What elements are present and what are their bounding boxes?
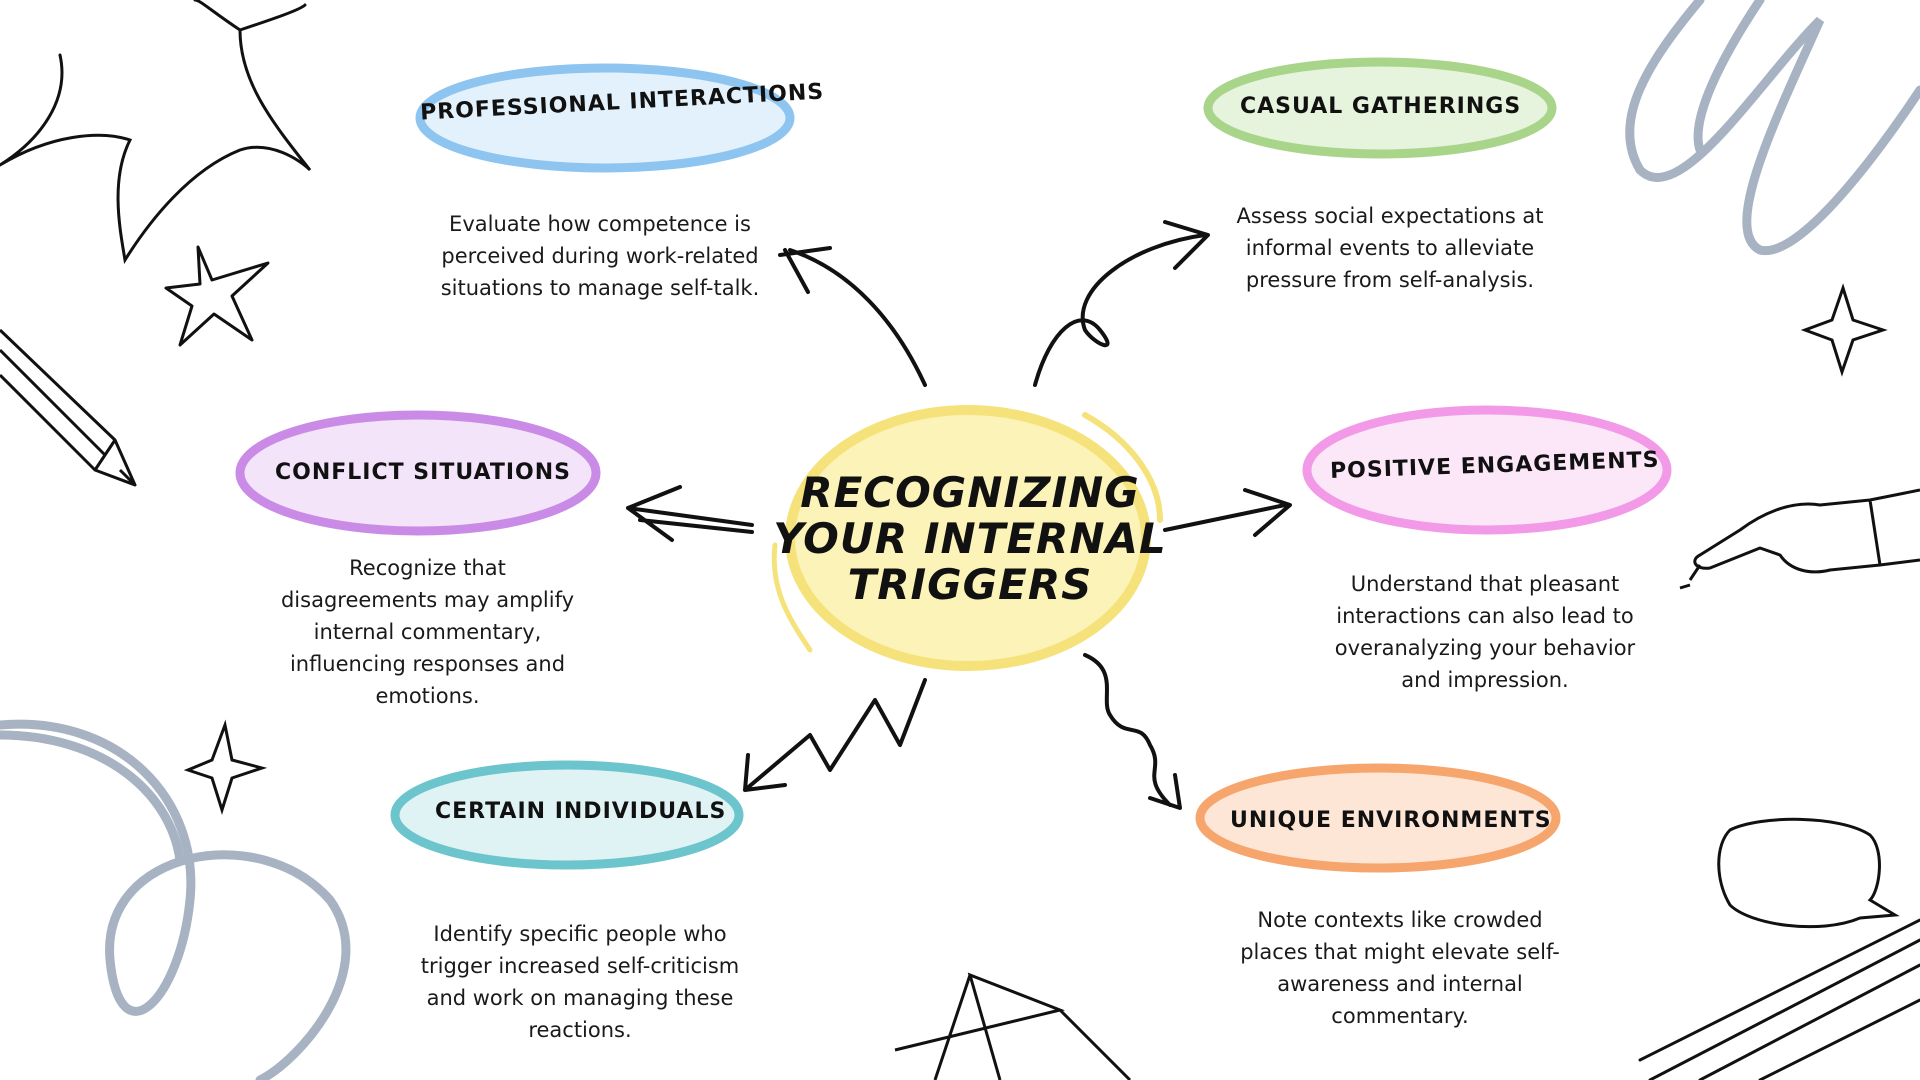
node-label-conflict: CONFLICT SITUATIONS xyxy=(275,460,571,485)
arrow-to-environments xyxy=(1083,653,1182,810)
sparkle-right xyxy=(1800,283,1888,377)
node-description-casual: Assess social expectations at informal e… xyxy=(1236,204,1544,292)
node-description-individuals: Identify specific people who trigger inc… xyxy=(420,922,740,1042)
star-outline-bottom xyxy=(894,972,1132,1080)
center-accent-arc xyxy=(1082,412,1163,523)
node-label-casual: CASUAL GATHERINGS xyxy=(1240,94,1522,119)
small-star-doodle xyxy=(164,245,270,347)
environments-ellipse xyxy=(1195,763,1561,873)
sparkle-left xyxy=(183,719,268,816)
node-description-positive: Understand that pleasant interactions ca… xyxy=(1334,572,1636,692)
node-label-environments: UNIQUE ENVIRONMENTS xyxy=(1230,808,1552,833)
node-description-environments: Note contexts like crowded places that m… xyxy=(1240,908,1560,1028)
gray-scribble-top-right xyxy=(1625,0,1920,256)
gray-swirl-bottom-left xyxy=(0,719,351,1080)
arrow-to-positive xyxy=(1163,488,1292,537)
node-description-professional: Evaluate how competence is perceived dur… xyxy=(440,212,760,300)
positive-ellipse xyxy=(1302,405,1672,535)
center-accent-arc-left xyxy=(771,542,813,653)
pointing-hand-doodle xyxy=(1679,488,1920,590)
node-label-individuals: CERTAIN INDIVIDUALS xyxy=(435,799,727,824)
big-star-doodle xyxy=(0,0,312,265)
main-title: RECOGNIZING YOUR INTERNAL TRIGGERS xyxy=(773,468,1167,609)
conflict-ellipse xyxy=(235,410,601,536)
arrow-to-individuals xyxy=(743,678,927,792)
hatch-lines-doodle xyxy=(1638,918,1920,1080)
arrow-to-conflict xyxy=(626,485,754,542)
casual-ellipse xyxy=(1203,57,1557,159)
arrow-to-professional xyxy=(778,246,927,387)
individuals-ellipse xyxy=(390,760,744,870)
professional-ellipse xyxy=(415,63,795,173)
speech-bubble-doodle xyxy=(1717,817,1900,929)
node-description-conflict: Recognize that disagreements may amplify… xyxy=(280,556,575,708)
arrow-to-casual xyxy=(1033,220,1210,387)
center-ellipse-stroke xyxy=(785,405,1151,671)
pencil-doodle xyxy=(0,328,137,487)
center-ellipse-fill xyxy=(790,410,1146,666)
